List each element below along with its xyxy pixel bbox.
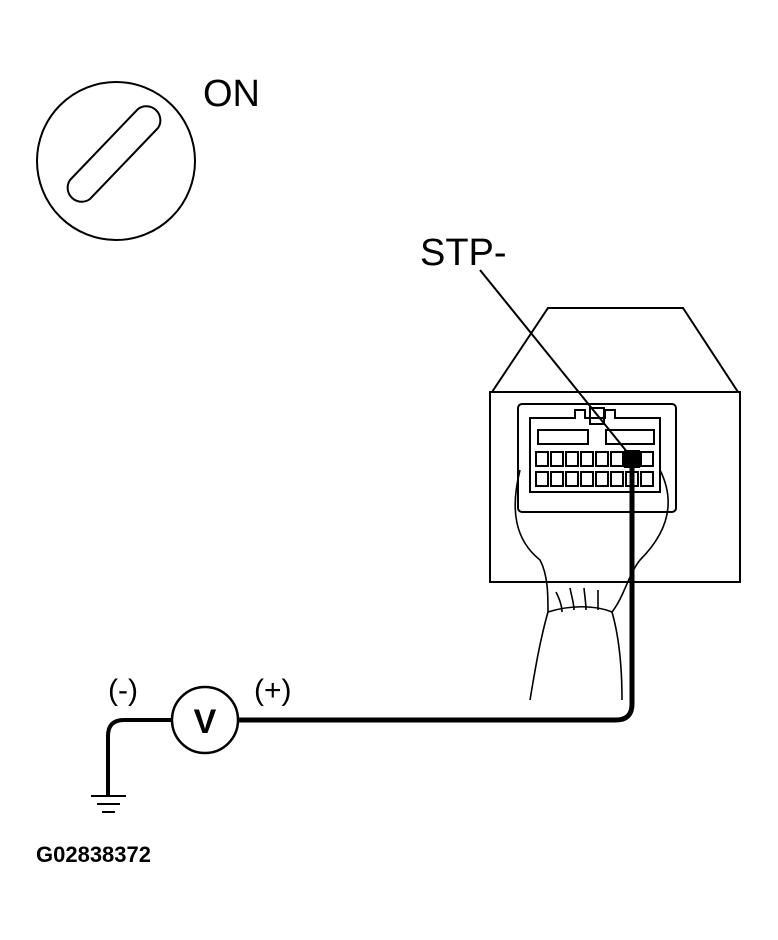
positive-test-lead xyxy=(239,460,635,723)
ecu-housing xyxy=(489,307,741,583)
negative-lead-label: (-) xyxy=(108,674,138,707)
ground-icon xyxy=(91,795,126,813)
voltmeter-symbol: V xyxy=(194,703,217,741)
negative-test-lead xyxy=(106,718,172,795)
ignition-state-label: ON xyxy=(203,73,260,115)
terminal-row-bottom xyxy=(535,471,654,487)
terminal-row-middle xyxy=(535,451,654,467)
wire-harness xyxy=(514,469,669,701)
stp-leader-line xyxy=(479,269,633,459)
ignition-switch xyxy=(36,81,196,241)
stp-terminal-label: STP- xyxy=(420,232,507,274)
figure-code: G02838372 xyxy=(36,842,151,867)
connector xyxy=(529,407,661,493)
positive-lead-label: (+) xyxy=(254,674,292,707)
